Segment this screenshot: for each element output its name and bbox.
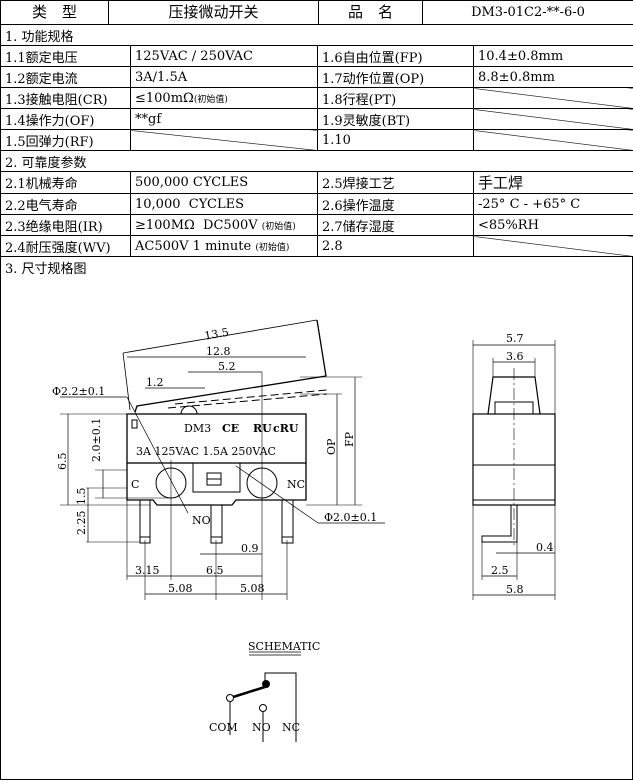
schematic-com: COM — [209, 721, 238, 734]
dim-phi-2-0: Φ2.0±0.1 — [324, 511, 377, 524]
section-title-2: 2. 可靠度参数 — [0, 150, 633, 172]
schematic-title: SCHEMATIC — [248, 640, 320, 653]
dim-5-08-right: 5.08 — [240, 582, 265, 595]
spec-value-text: ≤100mΩ — [135, 90, 194, 106]
spec-label: 1.7动作位置(OP) — [317, 66, 474, 88]
spec-value: 500,000 CYCLES — [130, 171, 318, 194]
spec-label: 1.5回弹力(RF) — [0, 129, 131, 151]
dim-2-5: 2.5 — [491, 564, 509, 577]
empty-cell — [472, 108, 633, 130]
spec-label: 2.7储存湿度 — [317, 214, 474, 236]
dim-phi-2-2: Φ2.2±0.1 — [52, 385, 105, 398]
spec-value: 10,000 CYCLES — [130, 193, 318, 215]
dim-12-8: 12.8 — [206, 345, 231, 358]
type-value: 压接微动开关 — [109, 1, 319, 24]
empty-cell — [130, 129, 318, 151]
empty-cell — [472, 87, 633, 109]
dim-0-4: 0.4 — [536, 541, 554, 554]
ce-mark: CE — [222, 422, 239, 435]
pin-nc-label: NC — [287, 478, 305, 491]
front-view — [60, 319, 385, 600]
empty-cell — [472, 235, 633, 257]
table-row: 1.3接触电阻(CR)≤100mΩ(初始值)1.8行程(PT) — [0, 87, 633, 109]
dim-5-2: 5.2 — [218, 360, 236, 373]
rating-marking: 3A 125VAC 1.5A 250VAC — [136, 445, 276, 458]
type-label: 类 型 — [2, 1, 109, 24]
dim-5-7: 5.7 — [506, 332, 524, 345]
spec-value: ≥100MΩ DC500V (初始值) — [130, 214, 318, 236]
dim-6-5-horizontal: 6.5 — [206, 564, 224, 577]
dim-fp: FP — [343, 431, 356, 447]
dim-1-2: 1.2 — [146, 376, 164, 389]
dim-3-6: 3.6 — [506, 350, 524, 363]
spec-note: (初始值) — [261, 221, 296, 232]
schematic-no: NO — [252, 721, 271, 734]
side-view-labels: 5.7 3.6 0.4 2.5 5.8 — [491, 332, 554, 596]
spec-label: 1.3接触电阻(CR) — [0, 87, 131, 109]
header-row: 类 型 压接微动开关 品 名 DM3-01C2-**-6-0 — [0, 0, 633, 25]
spec-note: (初始值) — [255, 242, 290, 253]
dim-6-5-vertical: 6.5 — [56, 453, 69, 471]
schematic-nc: NC — [282, 721, 300, 734]
spec-value: 8.8±0.8mm — [472, 66, 633, 88]
spec-value: AC500V 1 minute (初始值) — [130, 235, 318, 257]
spec-label: 1.10 — [317, 129, 474, 151]
front-view-labels: DM3 CE RU cRU 3A 125VAC 1.5A 250VAC C NO… — [52, 326, 377, 595]
name-value: DM3-01C2-**-6-0 — [471, 5, 585, 20]
schematic — [226, 651, 301, 742]
spec-value-text: ≥100MΩ DC500V — [135, 217, 258, 233]
dim-5-08-left: 5.08 — [168, 582, 193, 595]
spec-label: 2.4耐压强度(WV) — [0, 235, 131, 257]
side-view — [472, 340, 556, 600]
section-title-3: 3. 尺寸规格图 — [0, 256, 633, 277]
table-row: 2.4耐压强度(WV)AC500V 1 minute (初始值)2.8 — [0, 235, 633, 257]
name-label: 品 名 — [319, 1, 423, 24]
dim-op: OP — [325, 438, 338, 455]
dim-13-5: 13.5 — [203, 326, 229, 343]
spec-value-text: AC500V 1 minute — [135, 238, 252, 254]
dim-2-25: 2.25 — [75, 511, 88, 536]
spec-note: (初始值) — [193, 94, 228, 105]
cul-mark: cRU — [273, 422, 299, 435]
dim-5-8: 5.8 — [506, 583, 524, 596]
table-row: 1.5回弹力(RF) 1.10 — [0, 129, 633, 151]
dim-2-0: 2.0±0.1 — [90, 418, 103, 462]
dim-3-15: 3.15 — [135, 564, 160, 577]
dim-0-9: 0.9 — [241, 542, 259, 555]
spec-value: -25° C - +65° C — [472, 193, 633, 215]
spec-label: 2.8 — [317, 235, 474, 257]
spec-label: 2.5焊接工艺 — [317, 171, 474, 194]
spec-table: 类 型 压接微动开关 品 名 DM3-01C2-**-6-0 1. 功能规格 1… — [0, 0, 633, 277]
spec-value: 10.4±0.8mm — [472, 45, 633, 67]
ul-mark: RU — [253, 422, 272, 435]
model-marking: DM3 — [184, 422, 211, 435]
pin-c-label: C — [131, 478, 139, 491]
spec-value: 125VAC / 250VAC — [130, 45, 318, 67]
pin-no-label: NO — [192, 514, 211, 527]
schematic-labels: SCHEMATIC COM NO NC — [209, 640, 320, 734]
dim-1-5: 1.5 — [75, 488, 88, 506]
spec-label: 1.2额定电流 — [0, 66, 131, 88]
spec-label: 2.6操作温度 — [317, 193, 474, 215]
